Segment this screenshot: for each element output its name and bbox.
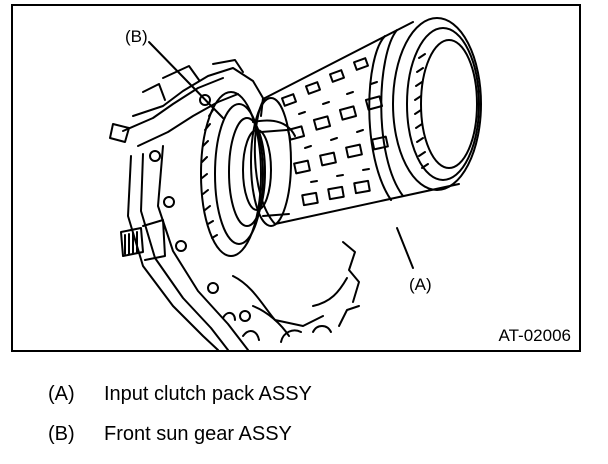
figure-code: AT-02006	[498, 326, 571, 345]
input-clutch-pack	[250, 17, 482, 227]
output-shaft	[120, 219, 166, 261]
transmission-illustration	[109, 17, 482, 350]
front-sun-gear	[200, 91, 296, 257]
legend-key: (A)	[48, 383, 75, 405]
legend-text: Input clutch pack ASSY	[104, 383, 312, 405]
transmission-case	[109, 59, 360, 350]
leader-line-a	[396, 227, 414, 269]
leader-line-b	[148, 41, 224, 119]
callout-a: (A)	[409, 275, 432, 294]
callout-b: (B)	[125, 27, 148, 46]
legend-key: (B)	[48, 423, 75, 445]
diagram-frame: (B) (A) AT-02006	[11, 4, 581, 352]
legend-item: (B) Front sun gear ASSY	[48, 424, 312, 448]
legend: (A) Input clutch pack ASSY (B) Front sun…	[48, 384, 312, 464]
legend-text: Front sun gear ASSY	[104, 423, 292, 445]
legend-item: (A) Input clutch pack ASSY	[48, 384, 312, 408]
